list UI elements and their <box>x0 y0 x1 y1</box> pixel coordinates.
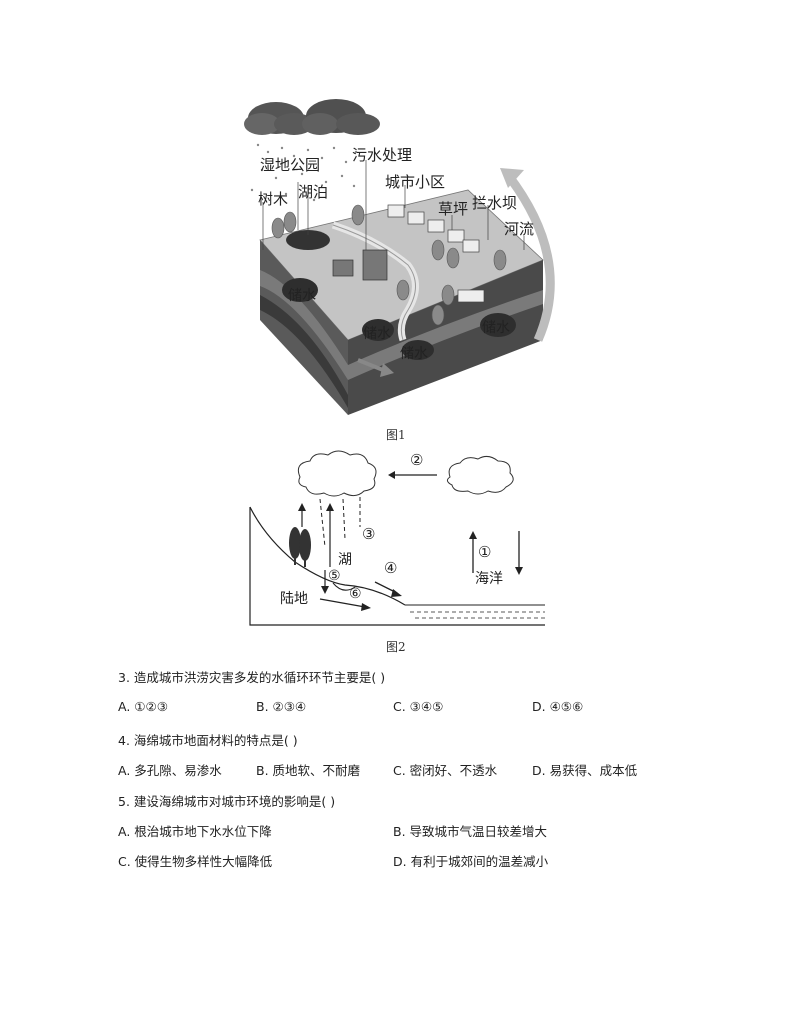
question-3-option-d[interactable]: D. ④⑤⑥ <box>532 699 584 714</box>
land-slope <box>249 507 545 626</box>
label-sewage: 污水处理 <box>352 146 412 164</box>
label-ocean: 海洋 <box>475 571 503 587</box>
sponge-city-diagram: 湿地公园 污水处理 树木 湖泊 城市小区 草坪 拦水坝 河流 储水 储水 储水 … <box>244 99 555 415</box>
label-n3: ③ <box>362 525 375 543</box>
label-storage-2: 储水 <box>363 326 391 342</box>
land-cloud-icon <box>297 450 377 497</box>
label-n4: ④ <box>384 559 397 577</box>
lake-shape <box>286 230 330 250</box>
tree-icons <box>271 204 507 326</box>
label-river: 河流 <box>504 220 534 238</box>
label-storage-3: 储水 <box>400 346 428 362</box>
sewage-plant-icon <box>332 249 388 281</box>
figure1-caption: 图1 <box>386 428 406 442</box>
label-n2: ② <box>410 451 423 469</box>
figure2-caption: 图2 <box>386 640 406 654</box>
question-5-stem: 5. 建设海绵城市对城市环境的影响是( ) <box>118 794 336 809</box>
question-5-option-b[interactable]: B. 导致城市气温日较差增大 <box>393 824 548 839</box>
tree-icons <box>289 527 311 567</box>
question-4-stem: 4. 海绵城市地面材料的特点是( ) <box>118 733 298 748</box>
question-4-option-d[interactable]: D. 易获得、成本低 <box>532 763 638 778</box>
water-cycle-arrow <box>504 172 555 342</box>
question-5-option-a[interactable]: A. 根治城市地下水水位下降 <box>118 824 272 839</box>
label-n6: ⑥ <box>349 586 362 602</box>
question-4-option-c[interactable]: C. 密闭好、不透水 <box>393 763 498 778</box>
question-4-option-b[interactable]: B. 质地软、不耐磨 <box>256 763 361 778</box>
question-4-option-a[interactable]: A. 多孔隙、易渗水 <box>118 763 222 778</box>
question-3-option-b[interactable]: B. ②③④ <box>256 699 307 714</box>
water-cycle-diagram: ② ③ 湖 ⑤ ⑥ ④ 陆地 ① 海洋 <box>249 450 545 626</box>
label-n1: ① <box>478 543 491 561</box>
label-n5: ⑤ <box>328 568 341 584</box>
label-community: 城市小区 <box>385 173 445 191</box>
label-wetland-park: 湿地公园 <box>260 156 320 174</box>
label-lawn: 草坪 <box>438 200 468 218</box>
question-5-option-d[interactable]: D. 有利于城郊间的温差减小 <box>393 854 549 869</box>
label-dam: 拦水坝 <box>472 194 517 212</box>
building-icons <box>387 204 485 303</box>
label-lake: 湖 <box>338 552 352 568</box>
label-land: 陆地 <box>280 591 308 607</box>
rain-cloud-icon <box>244 99 380 135</box>
question-3-option-a[interactable]: A. ①②③ <box>118 699 168 714</box>
question-3-option-c[interactable]: C. ③④⑤ <box>393 699 444 714</box>
question-5-option-c[interactable]: C. 使得生物多样性大幅降低 <box>118 854 273 869</box>
label-trees: 树木 <box>258 190 288 208</box>
ocean-cloud-icon <box>446 455 514 495</box>
rain-drops <box>250 143 358 202</box>
label-storage-4: 储水 <box>482 320 510 336</box>
label-storage-1: 储水 <box>288 288 316 304</box>
label-lake: 湖泊 <box>298 183 328 201</box>
question-3-stem: 3. 造成城市洪涝灾害多发的水循环环节主要是( ) <box>118 670 386 685</box>
